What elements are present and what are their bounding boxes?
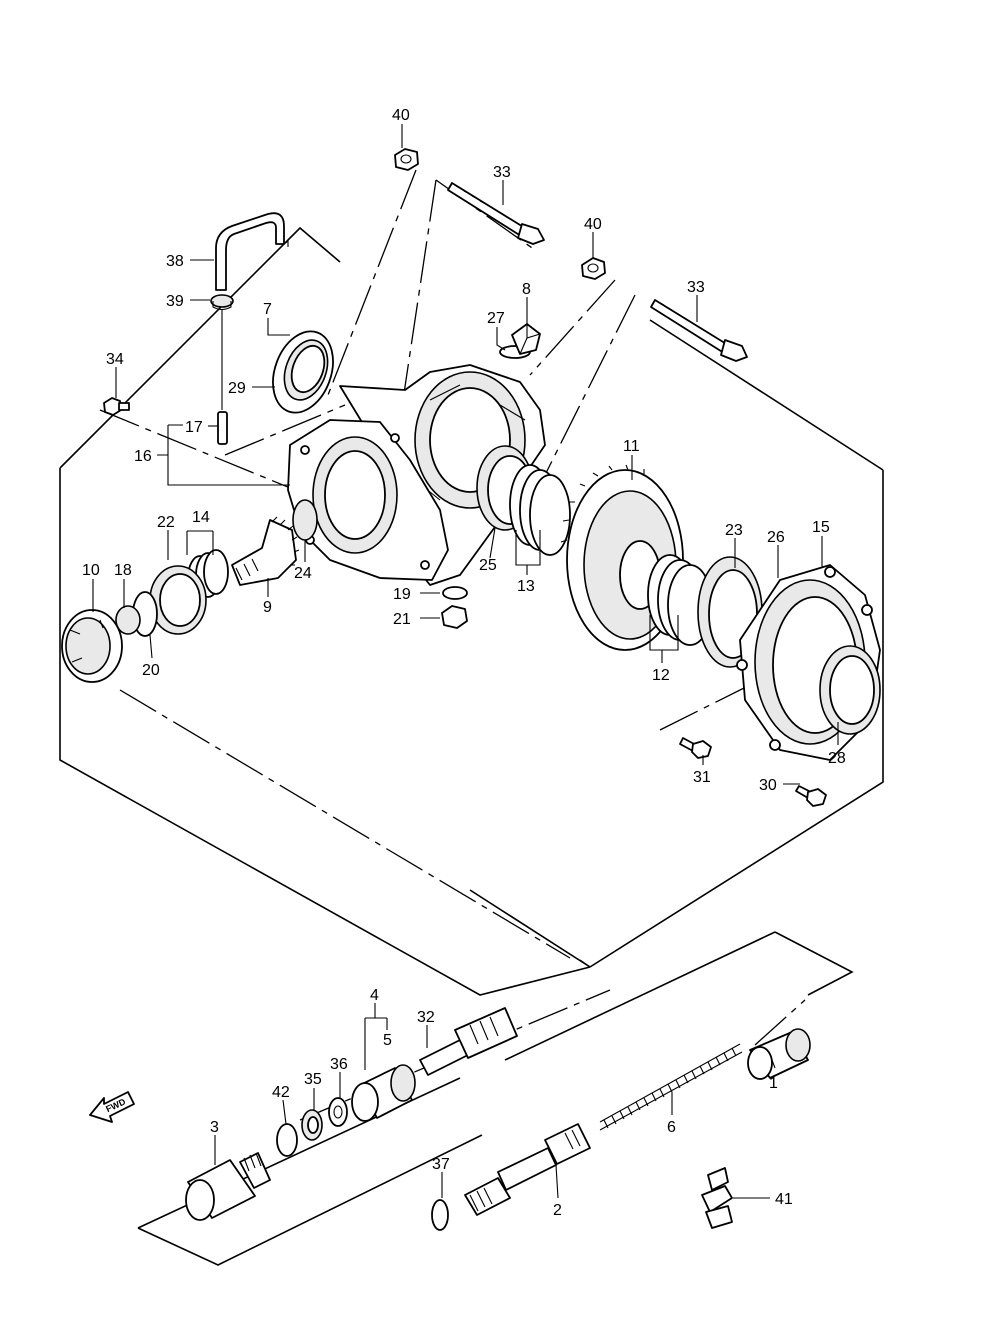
o-ring-42 (276, 1123, 298, 1157)
callout-15: 15 (812, 519, 830, 536)
bolt-33-upper (447, 182, 545, 245)
oil-seal-7 (272, 330, 334, 414)
callout-23: 23 (725, 522, 743, 539)
callout-34: 34 (106, 351, 124, 368)
joint-3 (185, 1152, 271, 1221)
callout-3: 3 (210, 1119, 219, 1136)
gear-case-16 (287, 419, 449, 581)
callout-38: 38 (166, 253, 184, 270)
bolt-30 (795, 785, 827, 807)
callout-41: 41 (775, 1191, 793, 1208)
callout-5: 5 (383, 1032, 392, 1049)
callout-2: 2 (553, 1202, 562, 1219)
differential-case (339, 364, 546, 586)
callout-33-lower: 33 (687, 279, 705, 296)
shaft-32 (419, 1007, 518, 1076)
breather-pipe-17 (217, 411, 228, 445)
callout-13: 13 (517, 578, 535, 595)
nut-35 (301, 1109, 323, 1141)
callout-39: 39 (166, 293, 184, 310)
callout-21: 21 (393, 611, 411, 628)
nut-18 (115, 605, 141, 635)
callout-1: 1 (769, 1075, 778, 1092)
bolt-34 (103, 397, 130, 416)
callout-33-upper: 33 (493, 164, 511, 181)
drive-shaft-2 (464, 1123, 591, 1216)
callout-35: 35 (304, 1071, 322, 1088)
oil-seal-28 (819, 645, 881, 735)
washer-36 (328, 1097, 348, 1127)
housing-group-boundary (59, 226, 884, 996)
callout-31: 31 (693, 769, 711, 786)
callout-42: 42 (272, 1084, 290, 1101)
callout-32: 32 (417, 1009, 435, 1026)
callout-40-lower: 40 (584, 216, 602, 233)
bolt-31 (679, 737, 712, 759)
callout-19: 19 (393, 586, 411, 603)
callout-4: 4 (370, 987, 379, 1004)
callout-9: 9 (263, 599, 272, 616)
drain-plug-21 (441, 605, 468, 629)
o-ring-37 (431, 1199, 449, 1231)
callout-6: 6 (667, 1119, 676, 1136)
clamp-39 (210, 294, 234, 311)
callout-17: 17 (185, 419, 203, 436)
callout-22: 22 (157, 514, 175, 531)
bolt-33-lower (650, 299, 748, 362)
bearing-22 (149, 565, 207, 635)
coupling-10 (61, 609, 123, 683)
callout-11: 11 (623, 438, 640, 455)
fwd-arrow-icon: FWD (89, 1091, 135, 1123)
callout-12: 12 (652, 667, 670, 684)
breather-hose-38 (215, 212, 289, 291)
callout-40-upper: 40 (392, 107, 410, 124)
callouts: 40 33 40 33 38 39 8 27 7 34 29 17 16 11 … (82, 107, 846, 1219)
callout-16: 16 (134, 448, 152, 465)
clip-41 (701, 1167, 733, 1229)
callout-27: 27 (487, 310, 505, 327)
shaft-group-boundary (137, 931, 854, 1266)
callout-24: 24 (294, 565, 312, 582)
callout-7: 7 (263, 301, 272, 318)
callout-25: 25 (479, 557, 497, 574)
assembly-lines (99, 169, 806, 1121)
callout-10: 10 (82, 562, 100, 579)
nut-40-upper (394, 148, 419, 171)
joint-5 (351, 1064, 416, 1122)
callout-18: 18 (114, 562, 132, 579)
callout-37: 37 (432, 1156, 450, 1173)
bearing-24 (292, 499, 318, 541)
callout-28: 28 (828, 750, 846, 767)
leader-lines (92, 124, 839, 1199)
callout-8: 8 (522, 281, 531, 298)
callout-14: 14 (192, 509, 210, 526)
callout-20: 20 (142, 662, 160, 679)
callout-29: 29 (228, 380, 246, 397)
washer-19 (442, 586, 468, 600)
boot-1 (747, 1028, 811, 1080)
pinion-gear-9 (231, 516, 300, 586)
callout-26: 26 (767, 529, 785, 546)
callout-30: 30 (759, 777, 777, 794)
callout-36: 36 (330, 1056, 348, 1073)
spring-6 (599, 1043, 743, 1131)
nut-40-lower (581, 257, 606, 280)
plug-8 (511, 323, 541, 355)
